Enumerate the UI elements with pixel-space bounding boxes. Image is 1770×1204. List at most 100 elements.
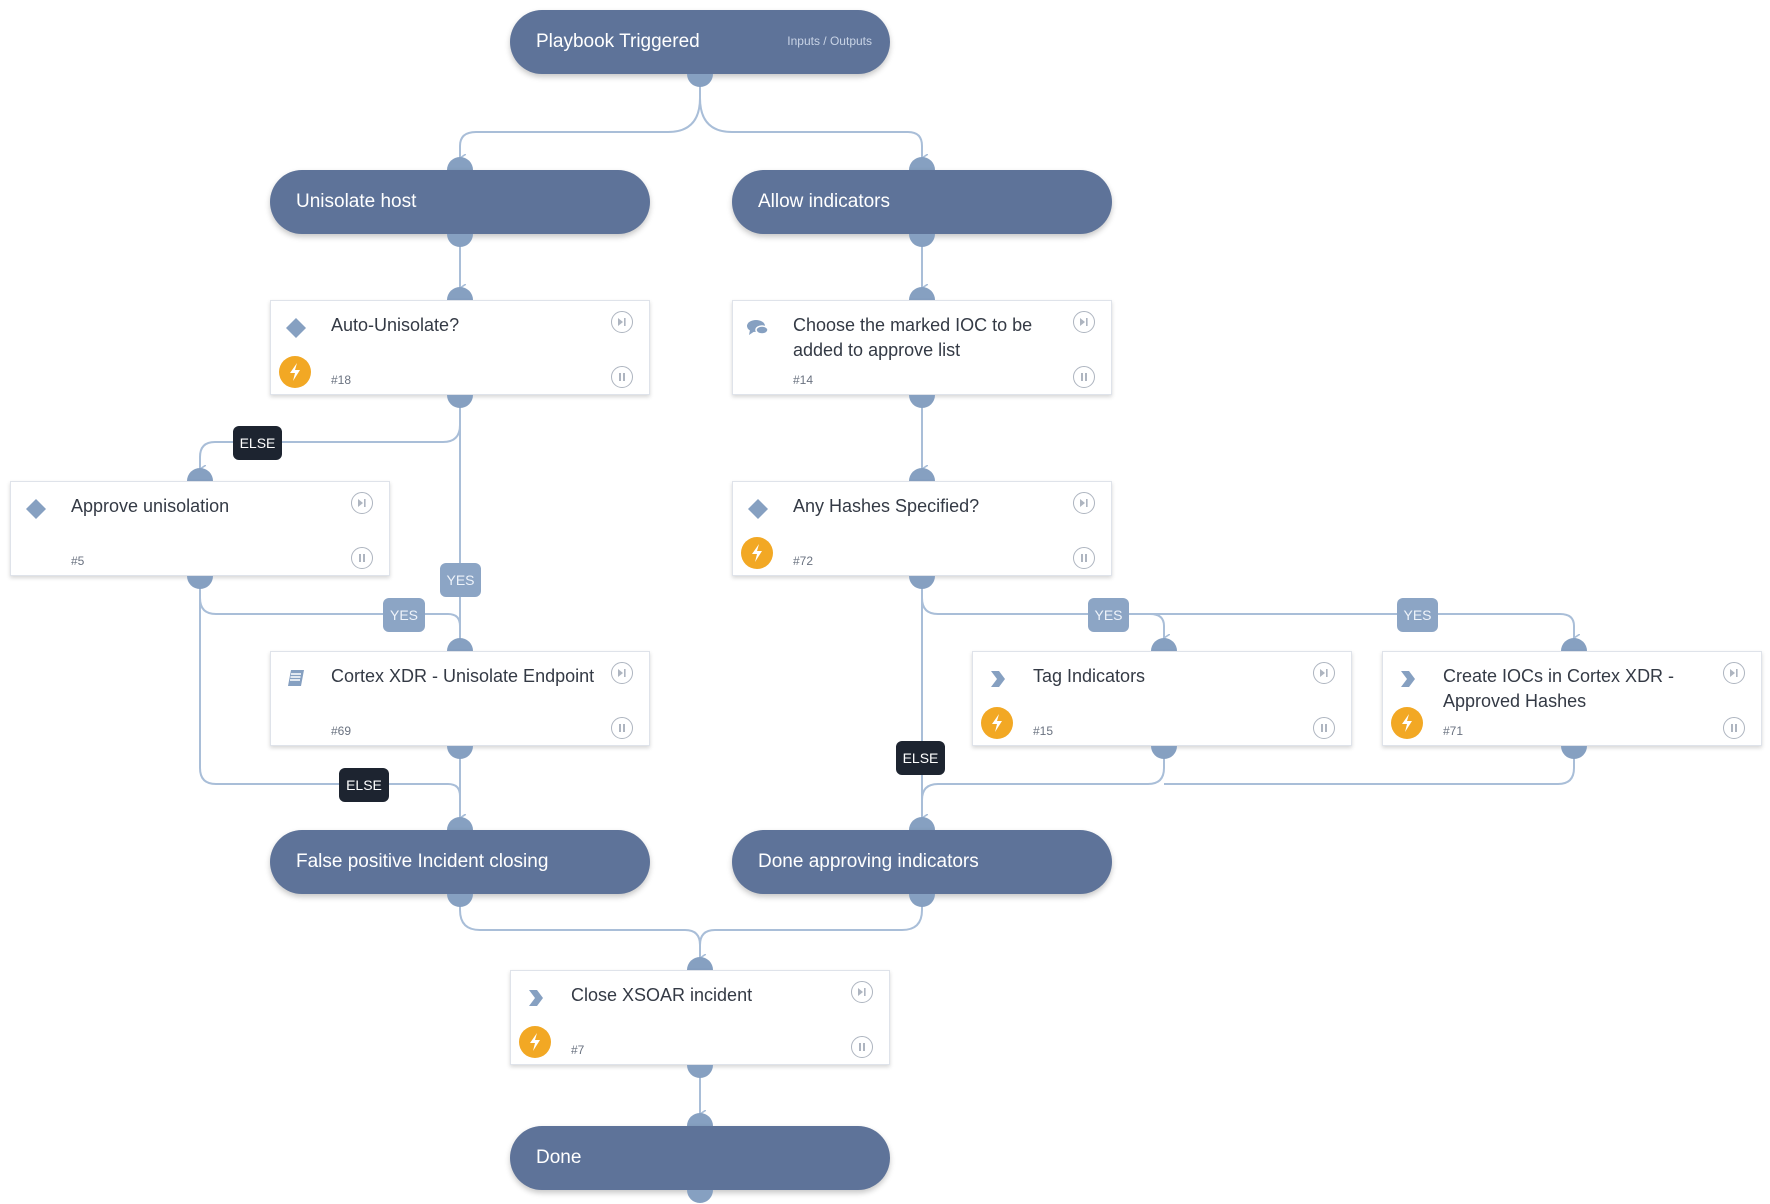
playbook-icon bbox=[283, 666, 309, 692]
automation-bolt-icon bbox=[981, 707, 1013, 739]
task-number: #14 bbox=[793, 373, 814, 387]
chevron-icon bbox=[1395, 666, 1421, 692]
pause-icon[interactable] bbox=[1313, 717, 1335, 739]
cortex-unisolate-task[interactable]: Cortex XDR - Unisolate Endpoint #69 bbox=[270, 651, 650, 746]
pause-icon[interactable] bbox=[1723, 717, 1745, 739]
task-number: #7 bbox=[571, 1043, 585, 1057]
false-positive-closing-section[interactable]: False positive Incident closing bbox=[270, 830, 650, 894]
section-label: Allow indicators bbox=[758, 191, 890, 212]
skip-icon[interactable] bbox=[611, 662, 633, 684]
output-port[interactable] bbox=[687, 1065, 713, 1078]
output-port[interactable] bbox=[1151, 746, 1177, 759]
section-label: Done bbox=[536, 1147, 582, 1168]
skip-icon[interactable] bbox=[851, 981, 873, 1003]
task-number: #15 bbox=[1033, 724, 1054, 738]
output-port[interactable] bbox=[687, 74, 713, 87]
else-branch-badge[interactable]: ELSE bbox=[896, 741, 945, 775]
done-section[interactable]: Done bbox=[510, 1126, 890, 1190]
chevron-icon bbox=[523, 985, 549, 1011]
task-title: Choose the marked IOC to be added to app… bbox=[793, 315, 1033, 360]
automation-bolt-icon bbox=[279, 356, 311, 388]
unisolate-host-section[interactable]: Unisolate host bbox=[270, 170, 650, 234]
task-title: Create IOCs in Cortex XDR - Approved Has… bbox=[1443, 666, 1675, 711]
else-branch-badge[interactable]: ELSE bbox=[233, 426, 282, 460]
input-port[interactable] bbox=[1151, 638, 1177, 651]
playbook-triggered-label: Playbook Triggered bbox=[536, 31, 700, 52]
input-port[interactable] bbox=[909, 468, 935, 481]
pause-icon[interactable] bbox=[851, 1036, 873, 1058]
pause-icon[interactable] bbox=[351, 547, 373, 569]
else-branch-badge[interactable]: ELSE bbox=[339, 768, 389, 802]
section-label: Done approving indicators bbox=[758, 851, 979, 872]
pause-icon[interactable] bbox=[611, 366, 633, 388]
task-title: Close XSOAR incident bbox=[571, 985, 753, 1005]
section-label: Unisolate host bbox=[296, 191, 417, 212]
condition-icon bbox=[23, 496, 49, 522]
task-number: #18 bbox=[331, 373, 352, 387]
close-incident-task[interactable]: Close XSOAR incident #7 bbox=[510, 970, 890, 1065]
approve-unisolation-task[interactable]: Approve unisolation #5 bbox=[10, 481, 390, 576]
input-port[interactable] bbox=[1561, 638, 1587, 651]
yes-branch-badge[interactable]: YES bbox=[440, 563, 481, 597]
input-port[interactable] bbox=[687, 957, 713, 970]
skip-icon[interactable] bbox=[351, 492, 373, 514]
output-port[interactable] bbox=[447, 746, 473, 759]
output-port[interactable] bbox=[187, 576, 213, 589]
task-title: Cortex XDR - Unisolate Endpoint bbox=[331, 666, 595, 686]
automation-bolt-icon bbox=[741, 537, 773, 569]
input-port[interactable] bbox=[909, 287, 935, 300]
task-title: Tag Indicators bbox=[1033, 666, 1146, 686]
condition-icon bbox=[745, 496, 771, 522]
inputs-outputs-link[interactable]: Inputs / Outputs bbox=[787, 34, 872, 48]
task-number: #69 bbox=[331, 724, 352, 738]
output-port[interactable] bbox=[909, 576, 935, 589]
skip-icon[interactable] bbox=[1313, 662, 1335, 684]
choose-ioc-task[interactable]: Choose the marked IOC to be added to app… bbox=[732, 300, 1112, 395]
task-number: #72 bbox=[793, 554, 814, 568]
condition-icon bbox=[283, 315, 309, 341]
chat-icon bbox=[745, 315, 771, 341]
output-port[interactable] bbox=[447, 894, 473, 907]
skip-icon[interactable] bbox=[1073, 492, 1095, 514]
output-port[interactable] bbox=[909, 894, 935, 907]
allow-indicators-section[interactable]: Allow indicators bbox=[732, 170, 1112, 234]
task-title: Any Hashes Specified? bbox=[793, 496, 980, 516]
create-iocs-task[interactable]: Create IOCs in Cortex XDR - Approved Has… bbox=[1382, 651, 1762, 746]
pause-icon[interactable] bbox=[1073, 366, 1095, 388]
automation-bolt-icon bbox=[1391, 707, 1423, 739]
chevron-icon bbox=[985, 666, 1011, 692]
task-title: Auto-Unisolate? bbox=[331, 315, 460, 335]
skip-icon[interactable] bbox=[611, 311, 633, 333]
yes-branch-badge[interactable]: YES bbox=[1397, 598, 1438, 632]
input-port[interactable] bbox=[447, 287, 473, 300]
section-label: False positive Incident closing bbox=[296, 851, 549, 872]
pause-icon[interactable] bbox=[611, 717, 633, 739]
task-number: #71 bbox=[1443, 724, 1464, 738]
output-port[interactable] bbox=[909, 234, 935, 247]
pause-icon[interactable] bbox=[1073, 547, 1095, 569]
input-port[interactable] bbox=[909, 817, 935, 830]
input-port[interactable] bbox=[447, 157, 473, 170]
output-port[interactable] bbox=[447, 234, 473, 247]
playbook-triggered-node[interactable]: Playbook Triggered Inputs / Outputs bbox=[510, 10, 890, 74]
tag-indicators-task[interactable]: Tag Indicators #15 bbox=[972, 651, 1352, 746]
auto-unisolate-task[interactable]: Auto-Unisolate? #18 bbox=[270, 300, 650, 395]
input-port[interactable] bbox=[187, 468, 213, 481]
yes-branch-badge[interactable]: YES bbox=[1088, 598, 1129, 632]
task-number: #5 bbox=[71, 554, 85, 568]
input-port[interactable] bbox=[909, 157, 935, 170]
output-port[interactable] bbox=[687, 1190, 713, 1203]
skip-icon[interactable] bbox=[1073, 311, 1095, 333]
output-port[interactable] bbox=[1561, 746, 1587, 759]
input-port[interactable] bbox=[687, 1113, 713, 1126]
input-port[interactable] bbox=[447, 638, 473, 651]
skip-icon[interactable] bbox=[1723, 662, 1745, 684]
input-port[interactable] bbox=[447, 817, 473, 830]
done-approving-section[interactable]: Done approving indicators bbox=[732, 830, 1112, 894]
task-title: Approve unisolation bbox=[71, 496, 230, 516]
yes-branch-badge[interactable]: YES bbox=[383, 598, 425, 632]
output-port[interactable] bbox=[447, 395, 473, 408]
output-port[interactable] bbox=[909, 395, 935, 408]
any-hashes-task[interactable]: Any Hashes Specified? #72 bbox=[732, 481, 1112, 576]
